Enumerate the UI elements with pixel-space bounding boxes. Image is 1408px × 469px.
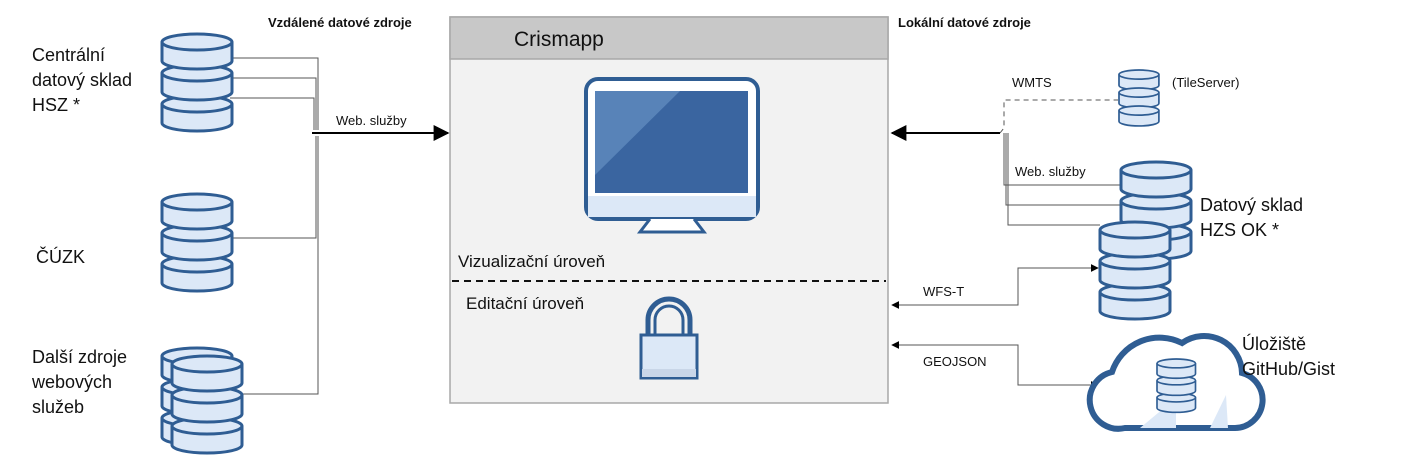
database-icon-cuzk	[162, 194, 232, 291]
database-icon-wfst	[1100, 222, 1170, 319]
app-title: Crismapp	[514, 28, 604, 51]
database-icon-tileserver	[1118, 69, 1160, 127]
remote-connectors	[230, 57, 450, 395]
visualization-level-label: Vizualizační úroveň	[458, 252, 606, 271]
geojson-label: GEOJSON	[921, 354, 989, 369]
local-connectors	[890, 99, 1120, 389]
monitor-icon	[584, 77, 760, 234]
datovy-sklad-label: Datový sklad HZS OK *	[1200, 195, 1304, 240]
editing-level-label: Editační úroveň	[466, 294, 585, 313]
wmts-label: WMTS	[1010, 75, 1054, 90]
storage-label: Úložiště GitHub/Gist	[1242, 334, 1336, 379]
local-web-services-label: Web. služby	[1013, 164, 1088, 179]
remote-sources-header: Vzdálené datové zdroje	[268, 15, 412, 30]
remote-source-label-other: Další zdroje webových služeb	[32, 347, 128, 417]
remote-link-label: Web. služby	[334, 113, 409, 128]
database-icon-other	[162, 348, 242, 453]
remote-source-label-cuzk: ČÚZK	[36, 247, 85, 267]
local-sources-header: Lokální datové zdroje	[898, 15, 1031, 30]
database-icon-central	[162, 34, 232, 131]
wfst-label: WFS-T	[921, 284, 967, 299]
remote-source-label-central: Centrální datový sklad HSZ *	[32, 45, 133, 115]
cloud-icon	[1086, 332, 1266, 432]
lock-icon	[639, 296, 699, 380]
tileserver-label: (TileServer)	[1170, 75, 1242, 90]
